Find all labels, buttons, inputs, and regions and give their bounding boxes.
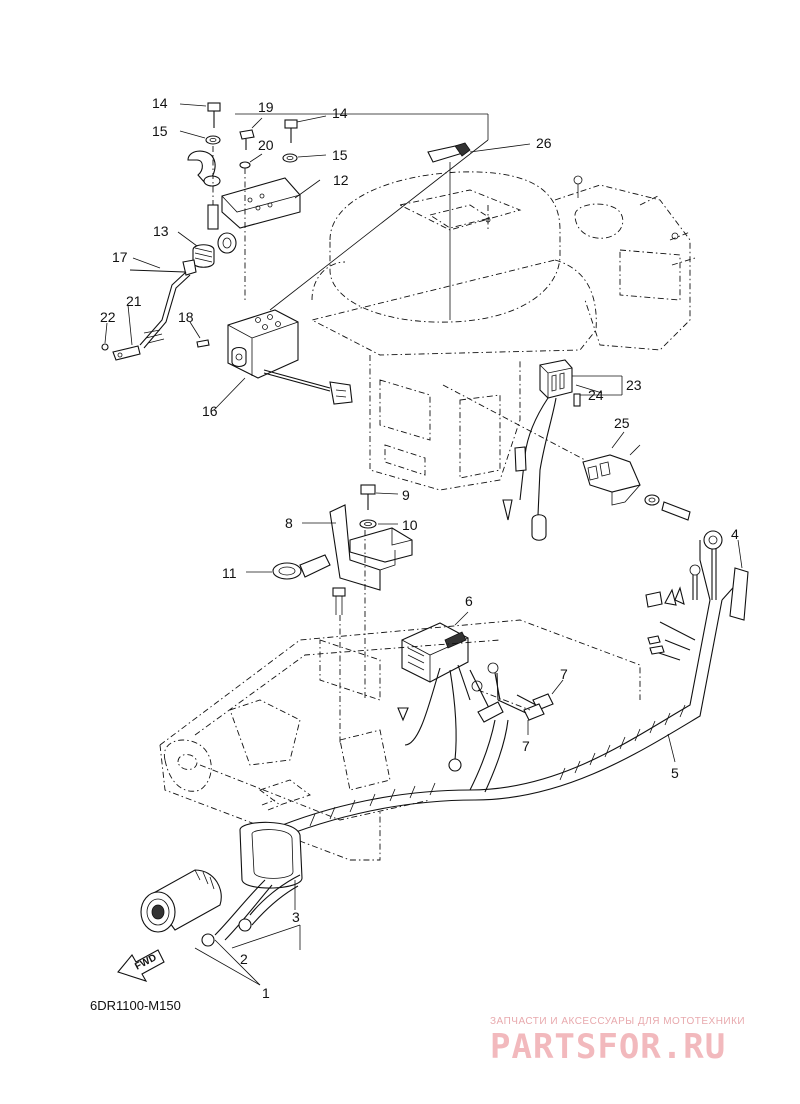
- callout-8: 8: [285, 515, 293, 531]
- callout-14b: 14: [332, 105, 348, 121]
- wire-harness: [269, 530, 749, 843]
- callout-19: 19: [258, 99, 274, 115]
- callout-7b: 7: [522, 738, 530, 754]
- callout-labels: 1 2 3 4 5 6 7 7 8 9 10 11 12 13 14 14 15…: [100, 95, 739, 1001]
- callout-16: 16: [202, 403, 218, 419]
- callout-11: 11: [222, 565, 237, 581]
- callout-13: 13: [153, 223, 169, 239]
- callout-22: 22: [100, 309, 116, 325]
- callout-5: 5: [671, 765, 679, 781]
- callout-1: 1: [262, 985, 270, 1001]
- callout-6: 6: [465, 593, 473, 609]
- callout-9: 9: [402, 487, 410, 503]
- callout-12: 12: [333, 172, 349, 188]
- callout-20: 20: [258, 137, 274, 153]
- callout-15b: 15: [332, 147, 348, 163]
- socket-assembly: [140, 821, 303, 986]
- relay-assembly: [427, 142, 691, 541]
- callout-15a: 15: [152, 123, 168, 139]
- callout-3: 3: [292, 909, 300, 925]
- callout-7a: 7: [560, 666, 568, 682]
- mid-bracket: [246, 484, 413, 745]
- callout-17: 17: [112, 249, 128, 265]
- callout-18: 18: [178, 309, 194, 325]
- callout-26: 26: [536, 135, 552, 151]
- callout-23: 23: [626, 377, 642, 393]
- diagram-code: 6DR1100-M150: [90, 998, 181, 1013]
- callout-25: 25: [614, 415, 630, 431]
- callout-24: 24: [588, 387, 604, 403]
- watermark-brand: PARTSFOR.RU: [490, 1027, 726, 1067]
- bracket-assembly: [101, 102, 489, 411]
- watermark: ЗАПЧАСТИ И АКСЕССУАРЫ ДЛЯ МОТОТЕХНИКИ PA…: [490, 1016, 745, 1067]
- engine-outline: [310, 171, 696, 491]
- lower-housing: [159, 619, 641, 861]
- watermark-tagline: ЗАПЧАСТИ И АКСЕССУАРЫ ДЛЯ МОТОТЕХНИКИ: [490, 1016, 745, 1027]
- callout-2: 2: [240, 951, 248, 967]
- callout-21: 21: [126, 293, 142, 309]
- callout-14a: 14: [152, 95, 168, 111]
- callout-4: 4: [731, 526, 739, 542]
- rectifier-assembly: [397, 611, 564, 772]
- fwd-arrow: FWD: [117, 949, 165, 982]
- callout-10: 10: [402, 517, 418, 533]
